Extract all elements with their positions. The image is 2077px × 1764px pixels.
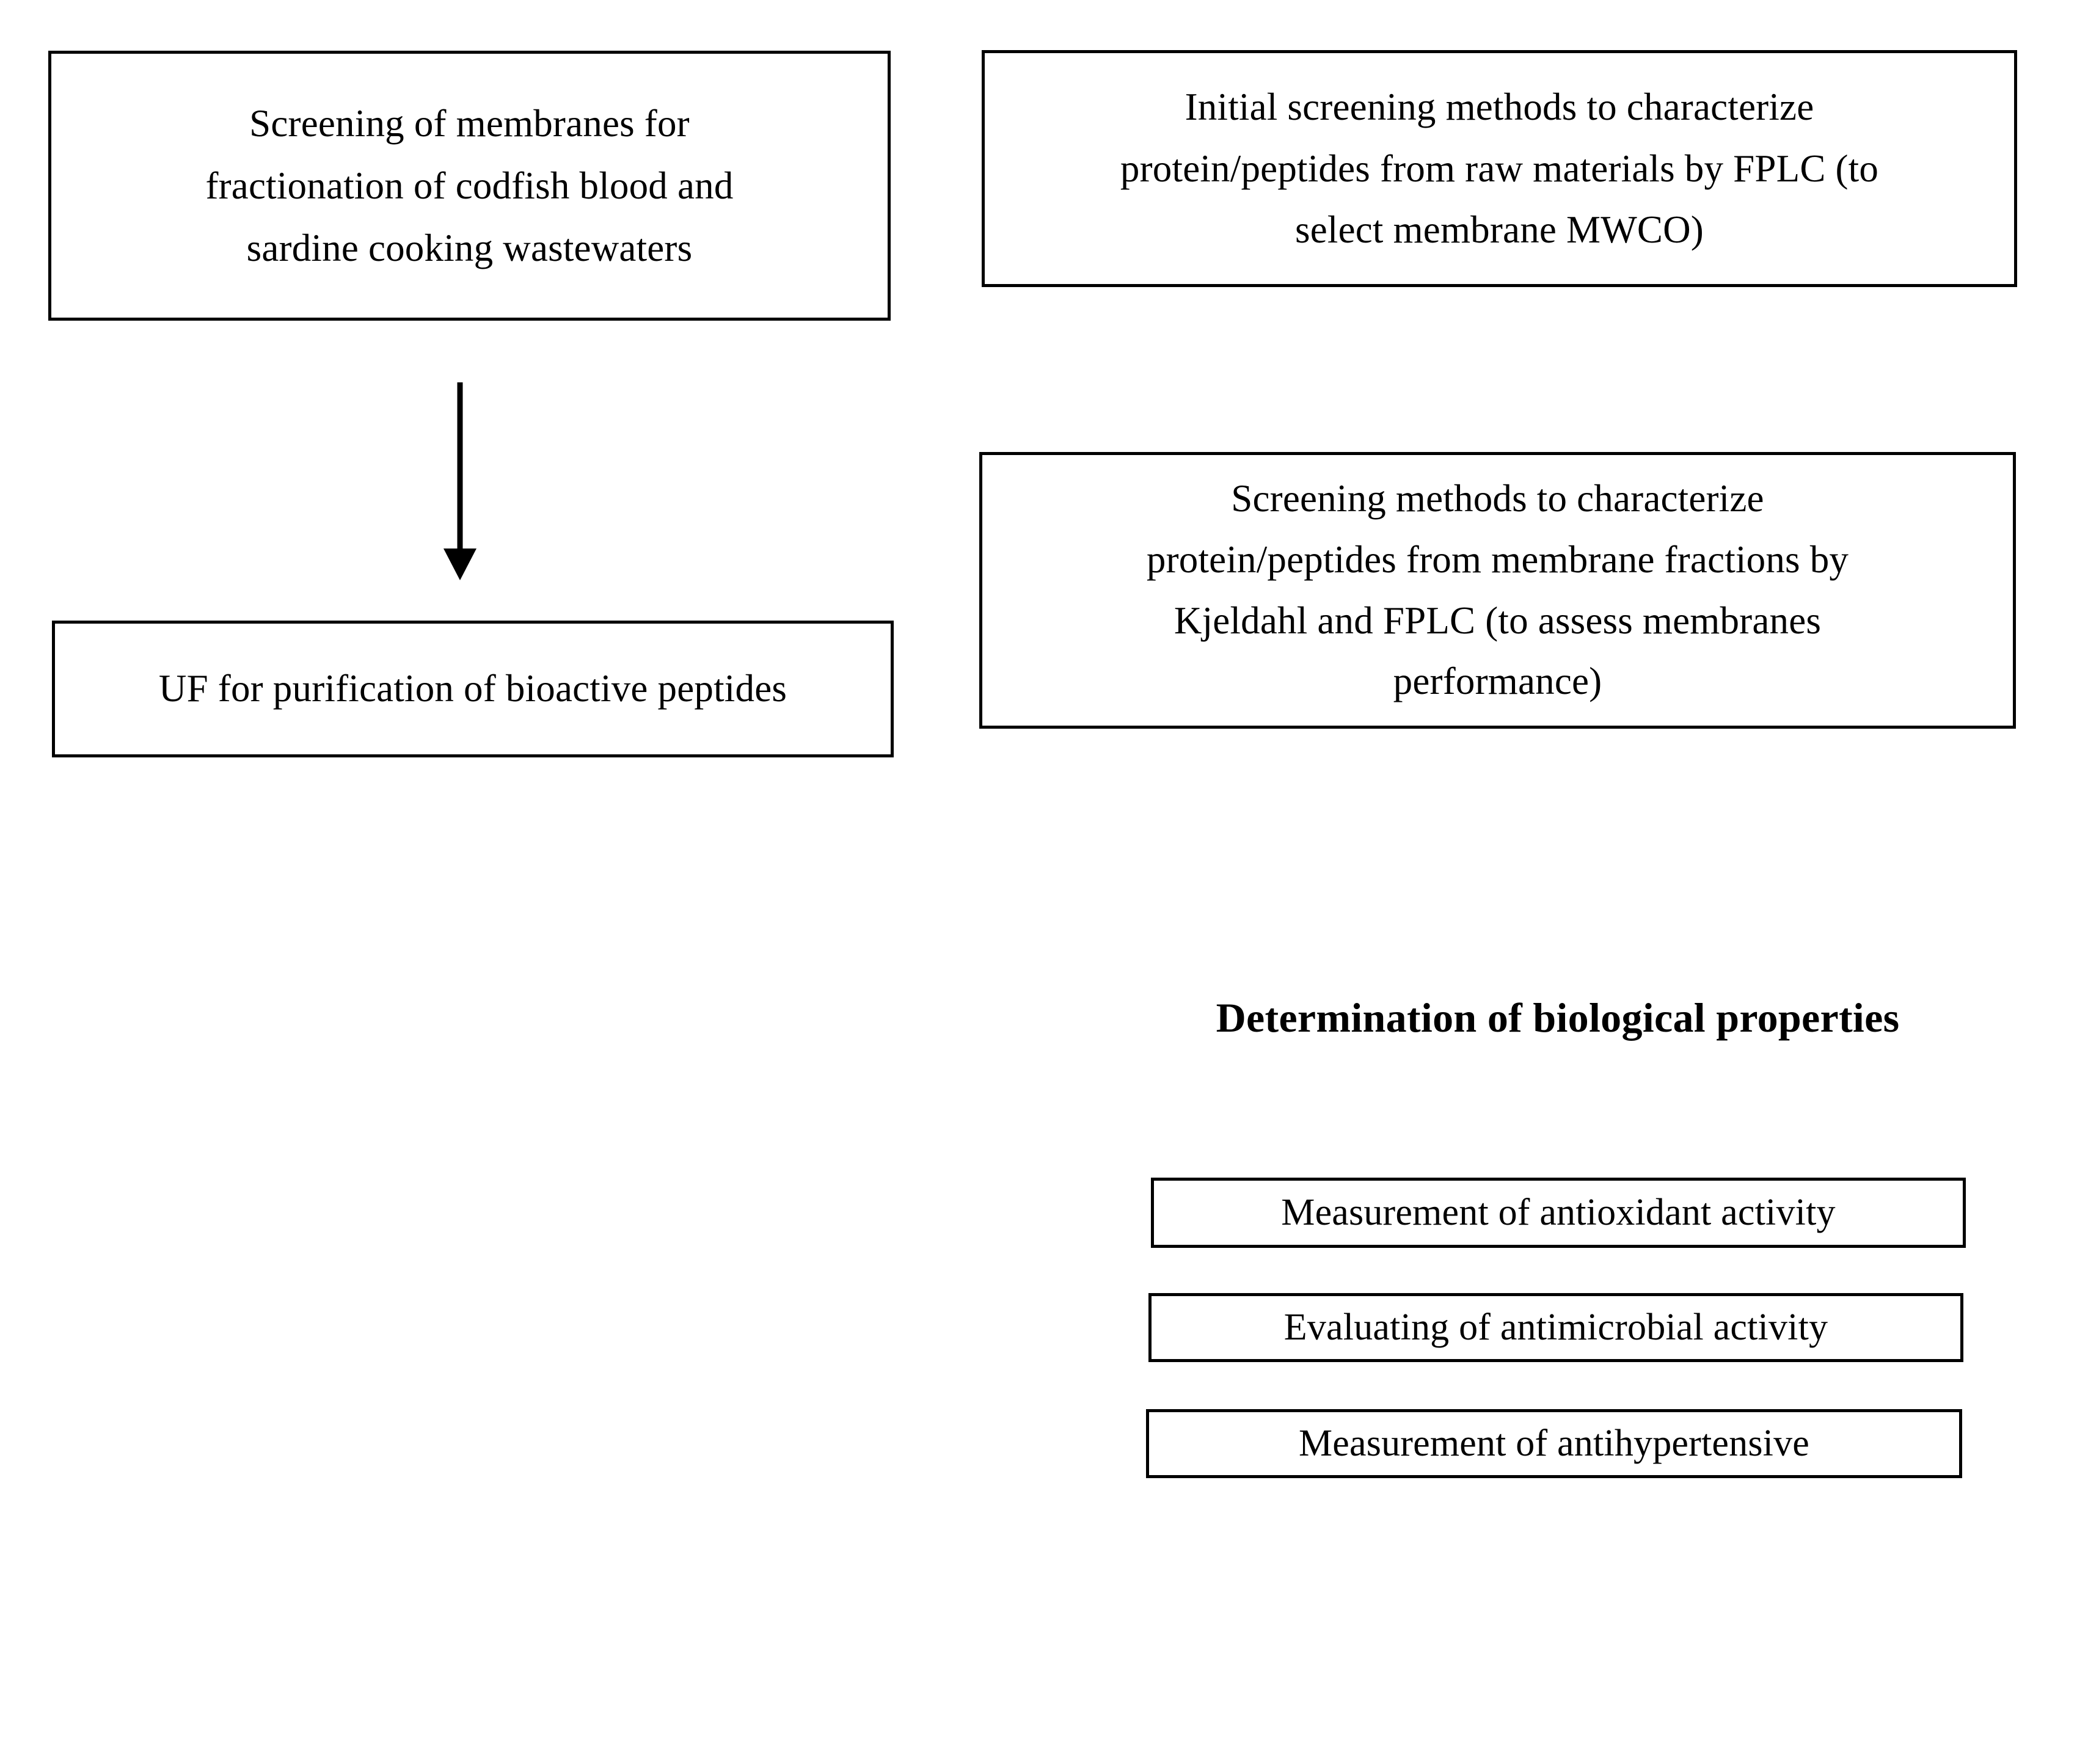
section-heading-biological-properties: Determination of biological properties bbox=[1216, 994, 1900, 1041]
node-screening-membranes[interactable]: Screening of membranes for fractionation… bbox=[48, 51, 891, 321]
node-screening-methods-membrane-fractions[interactable]: Screening methods to characterize protei… bbox=[979, 452, 2016, 729]
node-evaluating-antimicrobial-activity-label: Evaluating of antimicrobial activity bbox=[1283, 1307, 1828, 1349]
node-measurement-antioxidant-activity[interactable]: Measurement of antioxidant activity bbox=[1151, 1178, 1966, 1248]
node-uf-purification[interactable]: UF for purification of bioactive peptide… bbox=[52, 621, 894, 757]
node-evaluating-antimicrobial-activity[interactable]: Evaluating of antimicrobial activity bbox=[1148, 1293, 1963, 1362]
node-uf-purification-label: UF for purification of bioactive peptide… bbox=[158, 667, 787, 710]
node-measurement-antihypertensive-label: Measurement of antihypertensive bbox=[1298, 1423, 1810, 1465]
arrow-down-screening-to-uf-icon bbox=[428, 379, 501, 586]
node-screening-methods-membrane-fractions-label: Screening methods to characterize protei… bbox=[1146, 477, 1849, 703]
arrow-head bbox=[444, 549, 476, 580]
node-initial-screening-methods[interactable]: Initial screening methods to characteriz… bbox=[982, 50, 2017, 287]
node-measurement-antihypertensive[interactable]: Measurement of antihypertensive bbox=[1146, 1409, 1962, 1478]
node-screening-membranes-label: Screening of membranes for fractionation… bbox=[205, 101, 734, 270]
arrow-down-svg bbox=[444, 382, 476, 580]
node-initial-screening-methods-label: Initial screening methods to characteriz… bbox=[1120, 85, 1879, 252]
node-measurement-antioxidant-activity-label: Measurement of antioxidant activity bbox=[1281, 1192, 1836, 1234]
